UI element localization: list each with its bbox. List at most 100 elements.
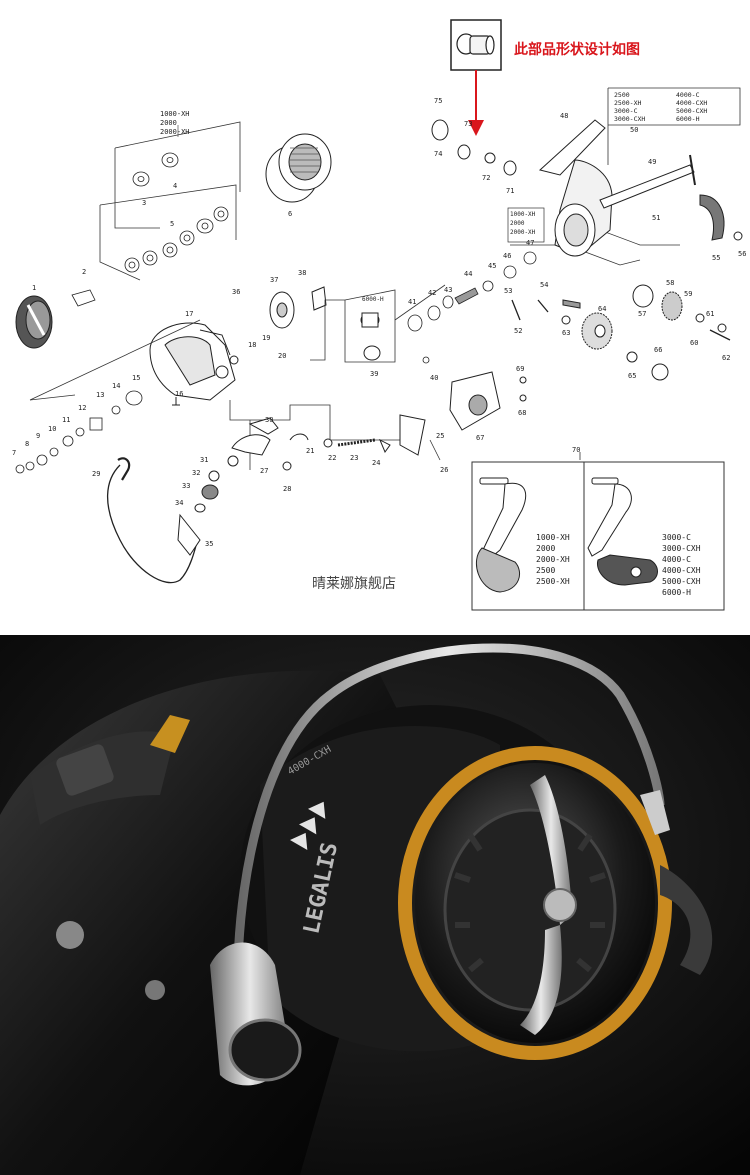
part-number-label: 57: [638, 310, 646, 318]
spool-model-label: 2000: [160, 119, 177, 127]
handle-left-model: 2000: [536, 544, 555, 553]
drag-washer-part: [71, 289, 96, 307]
handle-right-model: 4000-CXH: [662, 566, 701, 575]
drag-knob-lever-bottom: [520, 925, 562, 1035]
handle-right-model: 5000-CXH: [662, 577, 701, 586]
rotor-model-label: 1000-XH: [510, 211, 536, 218]
part-number-label: 71: [506, 187, 514, 195]
part-number-label: 41: [408, 298, 416, 306]
part-number-label: 73: [464, 120, 472, 128]
part-number-label: 22: [328, 454, 336, 462]
part-number-label: 56: [738, 250, 746, 258]
rotor-gear-part: [269, 286, 327, 329]
part-number-label: 2: [82, 268, 86, 276]
part-number-label: 46: [503, 252, 511, 260]
part-number-label: 62: [722, 354, 730, 362]
daiwa-logo: [290, 801, 326, 850]
handle-left-model: 2500: [536, 566, 555, 575]
part-number-label: 67: [476, 434, 484, 442]
part-number-label: 47: [526, 239, 534, 247]
part-number-label: 61: [706, 310, 714, 318]
part-number-label: 66: [654, 346, 662, 354]
part-number-label: 43: [444, 286, 452, 294]
handle-right-model: 3000-C: [662, 533, 691, 542]
bail-wire: [233, 643, 665, 1036]
handle-right-model: 4000-C: [662, 555, 691, 564]
shop-watermark: 晴莱娜旗舰店: [312, 576, 396, 592]
top-right-model-right: 4000-C: [676, 91, 700, 99]
part-number-label: 25: [436, 432, 444, 440]
handle-right-model: 3000-CXH: [662, 544, 701, 553]
part-number-label: 54: [540, 281, 548, 289]
box-6000-label-text: 6000-H: [362, 296, 384, 303]
part-number-label: 14: [112, 382, 120, 390]
small-parts-row: [15, 390, 180, 474]
handle-right-model-list: 3000-C 3000-CXH 4000-C 4000-CXH 5000-CXH 6000…: [662, 533, 701, 597]
handle-knob: [660, 865, 713, 975]
drag-knob-center: [543, 888, 577, 922]
pinion-box: [344, 289, 396, 363]
reel-product-photo: LEGALIS 4000-CXH: [0, 635, 750, 1175]
top-right-model-left: 2500-XH: [614, 99, 641, 107]
part-number-label: 20: [278, 352, 286, 360]
line-roller: [228, 1018, 302, 1082]
side-cover-part: [449, 371, 527, 431]
part-number-label: 68: [518, 409, 526, 417]
part-number-label: 24: [372, 459, 380, 467]
reel-photo-canvas: LEGALIS 4000-CXH: [0, 635, 750, 1175]
part-number-label: 65: [628, 372, 636, 380]
top-right-model-right: 6000-H: [676, 115, 700, 123]
drag-knob-base: [443, 808, 617, 1012]
part-number-label: 16: [175, 390, 183, 398]
part-number-label: 50: [630, 126, 638, 134]
part-number-label: 72: [482, 174, 490, 182]
part-number-label: 35: [205, 540, 213, 548]
part-number-label: 63: [562, 329, 570, 337]
part-number-label: 69: [516, 365, 524, 373]
bail-arm-tip: [640, 790, 670, 835]
callout-text: 此部品形状设计如图: [514, 41, 640, 58]
rotor-model-box: [507, 207, 545, 243]
part-number-label: 3: [142, 199, 146, 207]
top-right-model-box: [607, 87, 741, 165]
part-number-label: 15: [132, 374, 140, 382]
part-number-label: 6: [288, 210, 292, 218]
drag-knob-grooves: [454, 833, 606, 973]
part-number-label: 45: [488, 262, 496, 270]
middle-shaft-parts: [407, 251, 549, 364]
handle-right-model: 6000-H: [662, 588, 691, 597]
body-screw: [56, 921, 84, 949]
part-number-label: 19: [262, 334, 270, 342]
part-number-label: 36: [232, 288, 240, 296]
part-number-label: 7: [12, 449, 16, 457]
handle-right-drawing: [587, 477, 658, 586]
top-right-model-left: 2500: [614, 91, 630, 99]
rotor-and-arm-parts: [431, 119, 743, 257]
part-number-label: 49: [648, 158, 656, 166]
part-number-label: 58: [666, 279, 674, 287]
spool-gold-ring: [398, 746, 672, 1060]
part-number-label: 28: [283, 485, 291, 493]
part-number-label: 51: [652, 214, 660, 222]
bail-wire-part: [106, 457, 201, 584]
part-number-label: 18: [248, 341, 256, 349]
part-number-label: 74: [434, 150, 442, 158]
drag-knob-lever-top: [530, 775, 572, 925]
part-number-label: 38: [298, 269, 306, 277]
part-number-label: 34: [175, 499, 183, 507]
washers-lower: [124, 206, 229, 273]
part-number-label: 70: [572, 446, 580, 454]
part-number-label: 1: [32, 284, 36, 292]
spool-washer-box: [99, 121, 241, 281]
rotor-model-label: 2000-XH: [510, 229, 536, 236]
top-right-model-right: 5000-CXH: [676, 107, 707, 115]
part-number-label: 75: [434, 97, 442, 105]
body-screw-2: [145, 980, 165, 1000]
part-number-label: 55: [712, 254, 720, 262]
